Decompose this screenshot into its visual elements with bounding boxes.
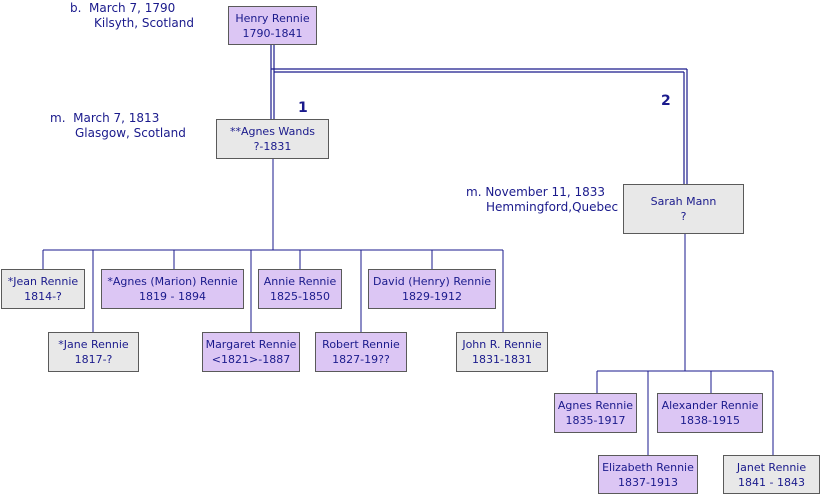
person-dates: <1821>-1887 <box>211 353 291 366</box>
child-annie-rennie[interactable]: Annie Rennie 1825-1850 <box>258 269 342 309</box>
child-margaret-rennie[interactable]: Margaret Rennie <1821>-1887 <box>202 332 300 372</box>
child-elizabeth-rennie[interactable]: Elizabeth Rennie 1837-1913 <box>598 455 698 494</box>
person-name: *Jane Rennie <box>58 338 129 351</box>
person-dates: 1831-1831 <box>472 353 532 366</box>
marriage-1-number: 1 <box>298 100 308 116</box>
person-name: Janet Rennie <box>736 460 807 474</box>
marriage-2-date-note: m. November 11, 1833 <box>466 185 605 199</box>
person-name: Elizabeth Rennie <box>602 460 694 474</box>
person-name: David (Henry) Rennie <box>372 275 492 288</box>
person-name: Henry Rennie <box>235 11 310 25</box>
child-alexander-rennie[interactable]: Alexander Rennie 1838-1915 <box>657 393 763 433</box>
person-name: John R. Rennie <box>462 338 542 351</box>
person-dates: 1790-1841 <box>242 26 303 40</box>
person-name: Alexander Rennie <box>661 399 759 412</box>
person-name: Sarah Mann <box>650 195 717 208</box>
spouse-agnes-wands[interactable]: **Agnes Wands ?-1831 <box>216 119 329 159</box>
person-dates: 1817-? <box>74 353 113 366</box>
person-dates: ? <box>680 210 687 223</box>
person-name: Annie Rennie <box>263 275 337 288</box>
marriage-2-place-note: Hemmingford,Quebec <box>486 200 619 214</box>
person-dates: 1835-1917 <box>565 414 626 427</box>
child-jean-rennie[interactable]: *Jean Rennie 1814-? <box>1 269 85 309</box>
marriage-1-place-note: Glasgow, Scotland <box>75 126 186 140</box>
child-david-henry-rennie[interactable]: David (Henry) Rennie 1829-1912 <box>368 269 496 309</box>
child-janet-rennie[interactable]: Janet Rennie 1841 - 1843 <box>723 455 820 494</box>
person-dates: 1837-1913 <box>618 475 678 489</box>
spouse-sarah-mann[interactable]: Sarah Mann ? <box>623 184 744 234</box>
birth-place-note: Kilsyth, Scotland <box>94 16 195 30</box>
person-henry-rennie[interactable]: Henry Rennie 1790-1841 <box>228 6 317 45</box>
person-dates: 1829-1912 <box>402 290 462 303</box>
child-jane-rennie[interactable]: *Jane Rennie 1817-? <box>48 332 139 372</box>
person-dates: 1838-1915 <box>680 414 740 427</box>
child-robert-rennie[interactable]: Robert Rennie 1827-19?? <box>315 332 407 372</box>
person-dates: 1819 - 1894 <box>139 290 206 303</box>
person-name: Margaret Rennie <box>205 338 297 351</box>
child-john-r-rennie[interactable]: John R. Rennie 1831-1831 <box>456 332 548 372</box>
marriage-2-number: 2 <box>661 93 671 109</box>
person-name: *Jean Rennie <box>7 275 79 288</box>
child-agnes-rennie[interactable]: Agnes Rennie 1835-1917 <box>554 393 637 433</box>
child-agnes-marion-rennie[interactable]: *Agnes (Marion) Rennie 1819 - 1894 <box>101 269 244 309</box>
person-name: *Agnes (Marion) Rennie <box>107 275 238 288</box>
birth-date-note: b. March 7, 1790 <box>70 1 176 15</box>
marriage-1-date-note: m. March 7, 1813 <box>50 111 160 125</box>
person-name: **Agnes Wands <box>229 125 316 138</box>
person-dates: 1825-1850 <box>270 290 330 303</box>
person-dates: 1814-? <box>24 290 62 303</box>
person-dates: 1827-19?? <box>332 353 390 366</box>
person-dates: ?-1831 <box>253 140 292 153</box>
person-name: Robert Rennie <box>322 338 400 351</box>
person-name: Agnes Rennie <box>557 399 634 412</box>
person-dates: 1841 - 1843 <box>738 475 805 489</box>
